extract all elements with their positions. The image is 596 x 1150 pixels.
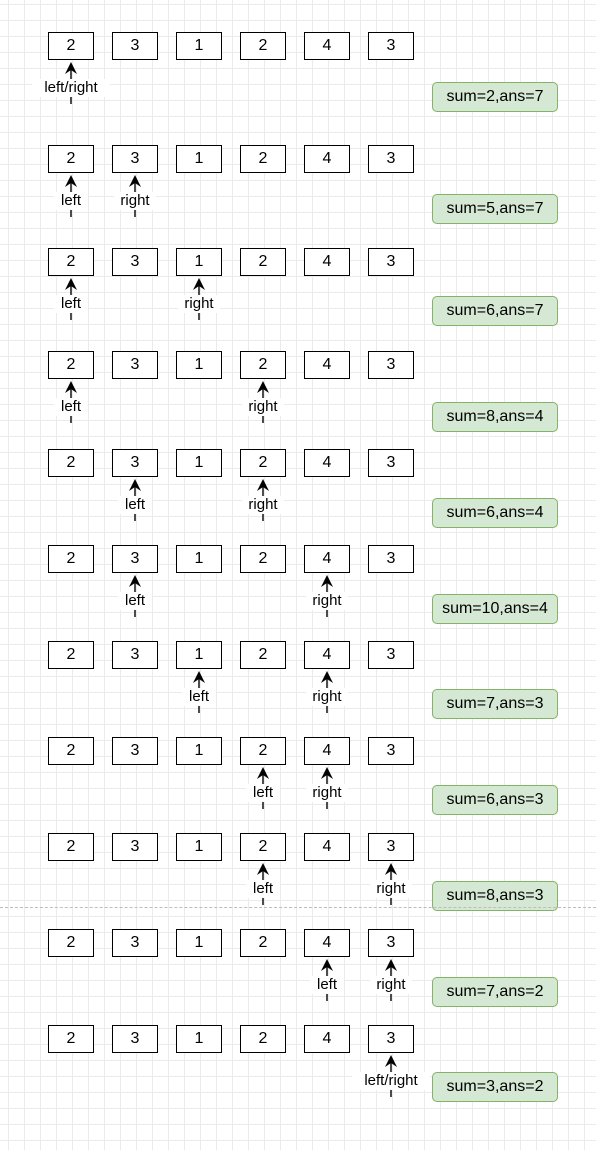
array-cell: 3 bbox=[368, 1025, 414, 1053]
pointer-label: left bbox=[182, 688, 216, 706]
array-cell: 2 bbox=[48, 32, 94, 60]
pointer-label: right bbox=[370, 976, 412, 994]
array-cell: 2 bbox=[240, 449, 286, 477]
array-cell: 2 bbox=[48, 145, 94, 173]
array-cell: 3 bbox=[368, 545, 414, 573]
array-cell: 3 bbox=[112, 929, 158, 957]
array-cell: 3 bbox=[112, 145, 158, 173]
array-cell: 3 bbox=[112, 641, 158, 669]
array-cell: 3 bbox=[112, 351, 158, 379]
array-cell: 2 bbox=[240, 145, 286, 173]
pointer-label: left bbox=[54, 192, 88, 210]
pointer-label: right bbox=[114, 192, 156, 210]
array-cell: 3 bbox=[112, 449, 158, 477]
page-divider bbox=[0, 907, 596, 908]
array-cell: 2 bbox=[240, 737, 286, 765]
array-cell: 3 bbox=[112, 1025, 158, 1053]
array-cell: 2 bbox=[240, 351, 286, 379]
pointer-label: right bbox=[178, 295, 220, 313]
array-cell: 2 bbox=[48, 641, 94, 669]
pointer-label: left bbox=[310, 976, 344, 994]
array-cell: 3 bbox=[368, 145, 414, 173]
array-cell: 1 bbox=[176, 248, 222, 276]
array-cell: 1 bbox=[176, 351, 222, 379]
array-cell: 3 bbox=[112, 32, 158, 60]
array-cell: 2 bbox=[240, 833, 286, 861]
pointer-label: right bbox=[306, 688, 348, 706]
pointer-label: right bbox=[306, 784, 348, 802]
array-cell: 3 bbox=[368, 833, 414, 861]
array-cell: 2 bbox=[240, 545, 286, 573]
array-cell: 2 bbox=[240, 248, 286, 276]
array-cell: 4 bbox=[304, 641, 350, 669]
array-cell: 1 bbox=[176, 145, 222, 173]
array-cell: 3 bbox=[368, 32, 414, 60]
array-cell: 3 bbox=[368, 929, 414, 957]
pointer-label: right bbox=[306, 592, 348, 610]
sum-ans-box: sum=2,ans=7 bbox=[432, 82, 558, 112]
array-cell: 2 bbox=[48, 351, 94, 379]
array-cell: 2 bbox=[48, 929, 94, 957]
pointer-label: left/right bbox=[352, 1072, 430, 1090]
array-cell: 4 bbox=[304, 248, 350, 276]
array-cell: 1 bbox=[176, 833, 222, 861]
array-cell: 1 bbox=[176, 545, 222, 573]
array-cell: 2 bbox=[240, 929, 286, 957]
sum-ans-box: sum=7,ans=3 bbox=[432, 689, 558, 719]
array-cell: 4 bbox=[304, 545, 350, 573]
pointer-label: right bbox=[242, 496, 284, 514]
array-cell: 4 bbox=[304, 32, 350, 60]
array-cell: 4 bbox=[304, 449, 350, 477]
array-cell: 3 bbox=[112, 737, 158, 765]
array-cell: 3 bbox=[368, 737, 414, 765]
array-cell: 3 bbox=[112, 833, 158, 861]
array-cell: 4 bbox=[304, 929, 350, 957]
pointer-label: left/right bbox=[32, 79, 110, 97]
pointer-label: left bbox=[54, 398, 88, 416]
array-cell: 2 bbox=[240, 641, 286, 669]
array-cell: 2 bbox=[48, 545, 94, 573]
pointer-label: left bbox=[118, 496, 152, 514]
sum-ans-box: sum=6,ans=7 bbox=[432, 296, 558, 326]
pointer-label: left bbox=[246, 880, 280, 898]
array-cell: 1 bbox=[176, 32, 222, 60]
array-cell: 4 bbox=[304, 145, 350, 173]
array-cell: 2 bbox=[48, 1025, 94, 1053]
pointer-label: left bbox=[54, 295, 88, 313]
array-cell: 1 bbox=[176, 449, 222, 477]
sum-ans-box: sum=5,ans=7 bbox=[432, 194, 558, 224]
array-cell: 3 bbox=[368, 351, 414, 379]
array-cell: 1 bbox=[176, 737, 222, 765]
array-cell: 3 bbox=[368, 449, 414, 477]
sum-ans-box: sum=6,ans=4 bbox=[432, 498, 558, 528]
array-cell: 2 bbox=[240, 32, 286, 60]
pointer-label: right bbox=[242, 398, 284, 416]
array-cell: 1 bbox=[176, 1025, 222, 1053]
sum-ans-box: sum=3,ans=2 bbox=[432, 1072, 558, 1102]
array-cell: 3 bbox=[112, 545, 158, 573]
array-cell: 2 bbox=[48, 833, 94, 861]
array-cell: 2 bbox=[48, 449, 94, 477]
array-cell: 4 bbox=[304, 1025, 350, 1053]
array-cell: 2 bbox=[48, 248, 94, 276]
pointer-label: left bbox=[246, 784, 280, 802]
array-cell: 2 bbox=[240, 1025, 286, 1053]
array-cell: 4 bbox=[304, 833, 350, 861]
array-cell: 3 bbox=[112, 248, 158, 276]
sum-ans-box: sum=7,ans=2 bbox=[432, 977, 558, 1007]
array-cell: 4 bbox=[304, 351, 350, 379]
array-cell: 2 bbox=[48, 737, 94, 765]
pointer-label: left bbox=[118, 592, 152, 610]
array-cell: 3 bbox=[368, 248, 414, 276]
array-cell: 1 bbox=[176, 641, 222, 669]
sum-ans-box: sum=10,ans=4 bbox=[432, 594, 558, 624]
sum-ans-box: sum=8,ans=4 bbox=[432, 402, 558, 432]
array-cell: 1 bbox=[176, 929, 222, 957]
array-cell: 3 bbox=[368, 641, 414, 669]
array-cell: 4 bbox=[304, 737, 350, 765]
pointer-label: right bbox=[370, 880, 412, 898]
sum-ans-box: sum=6,ans=3 bbox=[432, 785, 558, 815]
sum-ans-box: sum=8,ans=3 bbox=[432, 881, 558, 911]
